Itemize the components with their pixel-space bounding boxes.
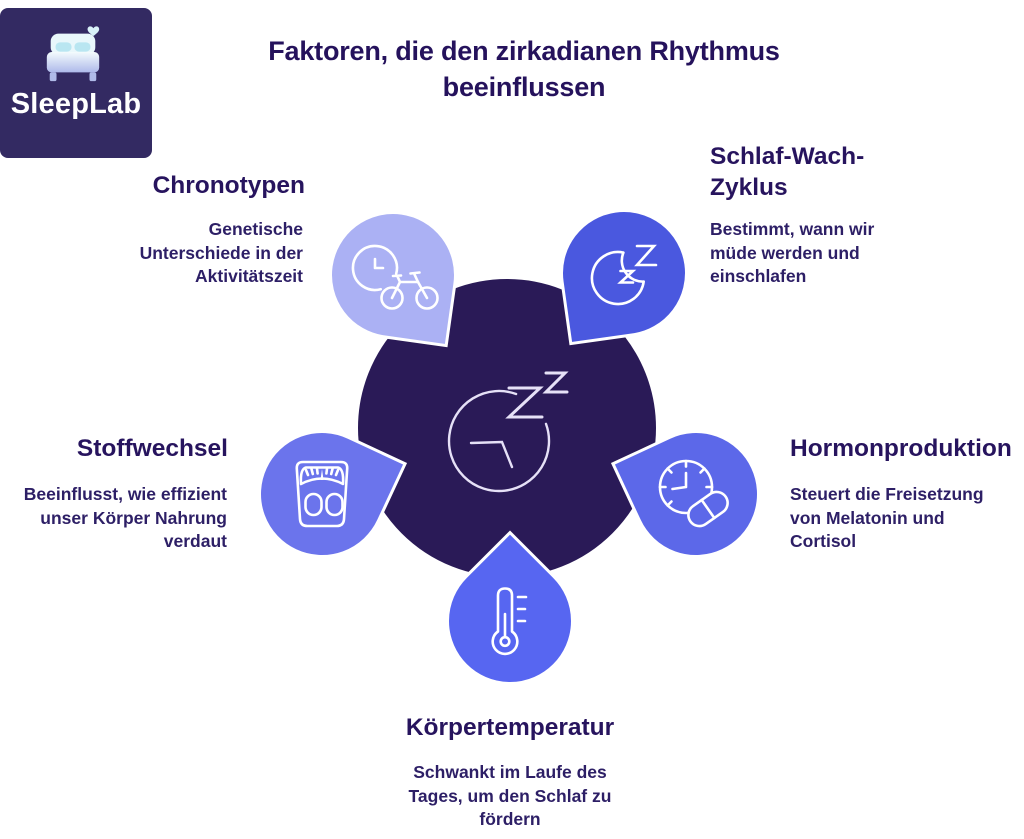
logo-text: SleepLab: [10, 88, 142, 120]
page-title: Faktoren, die den zirkadianen Rhythmus b…: [268, 36, 780, 102]
thermometer-icon: [491, 587, 528, 656]
factor-body-koerpertemperatur: Schwankt im Laufe des Tages, um den Schl…: [408, 762, 612, 829]
teardrop-hormonproduktion: [610, 408, 782, 580]
factor-heading-stoffwechsel: Stoffwechsel: [76, 435, 228, 462]
factor-body-stoffwechsel: Beeinflusst, wie effizient unser Körper …: [23, 484, 227, 551]
factor-heading-schlaf-wach-zyklus: Schlaf-Wach- Zyklus: [710, 143, 865, 201]
factor-body-chronotypen: Genetische Unterschiede in der Aktivität…: [139, 219, 303, 286]
factor-heading-koerpertemperatur: Körpertemperatur: [405, 714, 615, 741]
teardrop-koerpertemperatur: [419, 530, 601, 712]
teardrop-schlaf-wach-zyklus: [551, 200, 697, 346]
sleeplab-logo: SleepLab: [0, 8, 152, 158]
factor-body-hormonproduktion: Steuert die Freisetzung von Melatonin un…: [790, 484, 984, 551]
teardrop-stoffwechsel: [236, 408, 408, 580]
clock-zzz-icon: [447, 371, 569, 493]
scale-icon: [295, 460, 349, 528]
clock-bicycle-icon: [351, 244, 439, 310]
factor-heading-chronotypen: Chronotypen: [152, 172, 305, 199]
factor-heading-hormonproduktion: Hormonproduktion: [790, 435, 1012, 462]
clock-pill-icon: [658, 459, 729, 528]
teardrop-chronotypen: [320, 202, 466, 348]
moon-zzz-icon: [590, 244, 658, 306]
bed-heart-icon: [46, 26, 100, 82]
factor-body-schlaf-wach-zyklus: Bestimmt, wann wir müde werden und einsc…: [710, 219, 875, 286]
